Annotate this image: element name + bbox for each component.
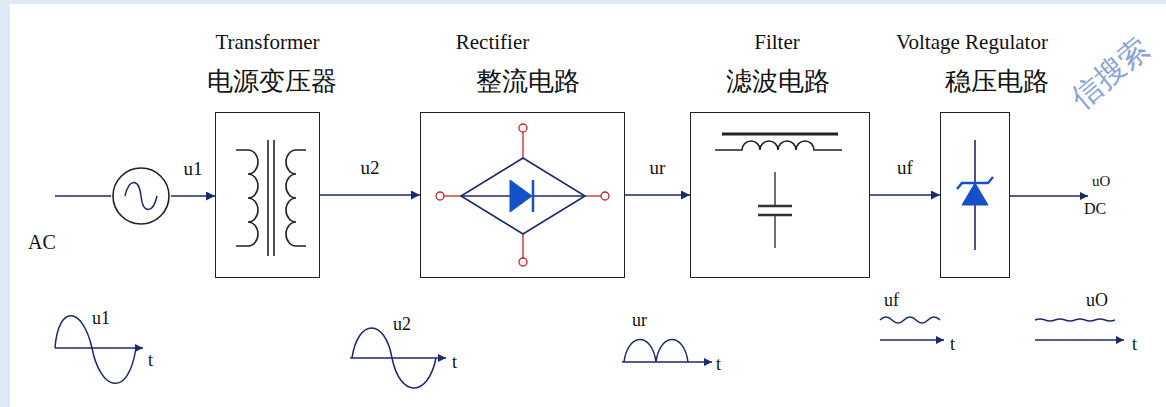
- signal-name: u2: [359, 157, 382, 180]
- block-frame: [690, 112, 870, 278]
- time-axis: [880, 339, 944, 341]
- terminal: [436, 192, 444, 200]
- waveform-name: u2: [393, 314, 411, 336]
- capacitor-lead: [774, 172, 775, 206]
- block-title-zh: 滤波电路: [726, 66, 830, 97]
- block-frame: [940, 112, 1010, 278]
- time-axis-label: t: [716, 354, 721, 376]
- zener-bar: [957, 177, 993, 189]
- core-line: [267, 140, 269, 256]
- signal-name: u1: [182, 158, 205, 181]
- time-axis: [622, 361, 712, 363]
- zener-symbol: [957, 140, 993, 250]
- terminal-lead: [522, 132, 523, 158]
- signal-name: uf: [895, 157, 915, 180]
- uf-wave: [880, 317, 940, 323]
- terminal-lead: [585, 195, 601, 196]
- uo-wave: [1035, 319, 1115, 321]
- signal-arrow: [171, 195, 215, 197]
- time-axis-label: t: [452, 352, 457, 374]
- time-axis-label: t: [1132, 334, 1137, 356]
- terminal: [519, 258, 527, 266]
- diode-bar: [532, 180, 535, 212]
- signal-arrow: [870, 194, 940, 196]
- bridge-diamond: [461, 158, 585, 234]
- waveforms: [55, 316, 1124, 388]
- signal-arrow: [320, 194, 420, 196]
- inductor-coil: [715, 141, 842, 150]
- signal-arrow: [625, 194, 690, 196]
- time-axis-label: t: [950, 334, 955, 356]
- source-label: AC: [28, 230, 56, 254]
- ur-wave: [624, 340, 688, 363]
- time-axis: [55, 347, 143, 349]
- bridge-rectifier-symbol: [436, 124, 609, 266]
- time-axis: [350, 357, 446, 359]
- capacitor-lead: [774, 215, 775, 248]
- source-circle: [111, 166, 171, 226]
- inductor-core: [722, 133, 838, 136]
- output-signal-name: uO: [1092, 172, 1110, 190]
- signal-name: ur: [648, 157, 668, 180]
- terminal-lead: [444, 195, 461, 196]
- time-axis: [1035, 339, 1124, 341]
- block: Transformer电源变压器: [215, 24, 320, 278]
- block: Filter 滤波电路: [690, 24, 870, 278]
- diode-symbol: [510, 180, 532, 212]
- block-title-zh: 电源变压器: [207, 66, 337, 97]
- transformer-symbol: [236, 140, 306, 256]
- block-title-en: Voltage Regulator: [896, 30, 1048, 55]
- sine-symbol: [125, 183, 157, 210]
- source-outline: [113, 168, 169, 224]
- block-title-en: Transformer: [215, 30, 319, 55]
- input-wire: [55, 195, 111, 197]
- diode-lead: [461, 195, 510, 197]
- watermark: 信搜索: [1064, 30, 1156, 115]
- core-line: [273, 140, 275, 256]
- block-title-en: Filter: [754, 30, 800, 55]
- waveform-name: u1: [92, 308, 110, 330]
- block-title-zh: 整流电路: [476, 66, 580, 97]
- block-frame: [215, 112, 320, 278]
- slide-panel: [10, 4, 1166, 407]
- terminal-lead: [522, 234, 523, 258]
- waveform-name: uf: [884, 290, 899, 312]
- waveform-name: ur: [632, 310, 647, 332]
- zener-triangle: [962, 183, 988, 205]
- diode-lead: [533, 195, 585, 197]
- filter-symbol: [715, 134, 842, 248]
- block-frame: [420, 112, 625, 278]
- waveform-name: uO: [1086, 290, 1108, 312]
- time-axis-label: t: [148, 350, 153, 372]
- block: Rectifier 整流电路: [420, 24, 625, 278]
- block-title-en: Rectifier: [456, 30, 529, 55]
- secondary-coil: [286, 150, 306, 246]
- output-wire: [1010, 195, 1088, 197]
- u2-wave: [352, 328, 436, 388]
- primary-coil: [236, 150, 258, 246]
- block-title-zh: 稳压电路: [945, 66, 1049, 97]
- terminal: [519, 124, 527, 132]
- capacitor-plate: [758, 205, 792, 208]
- output-type: DC: [1084, 199, 1106, 218]
- terminal: [601, 192, 609, 200]
- ac-source: AC: [111, 166, 171, 226]
- block: Voltage Regulator稳压电路: [940, 24, 1010, 278]
